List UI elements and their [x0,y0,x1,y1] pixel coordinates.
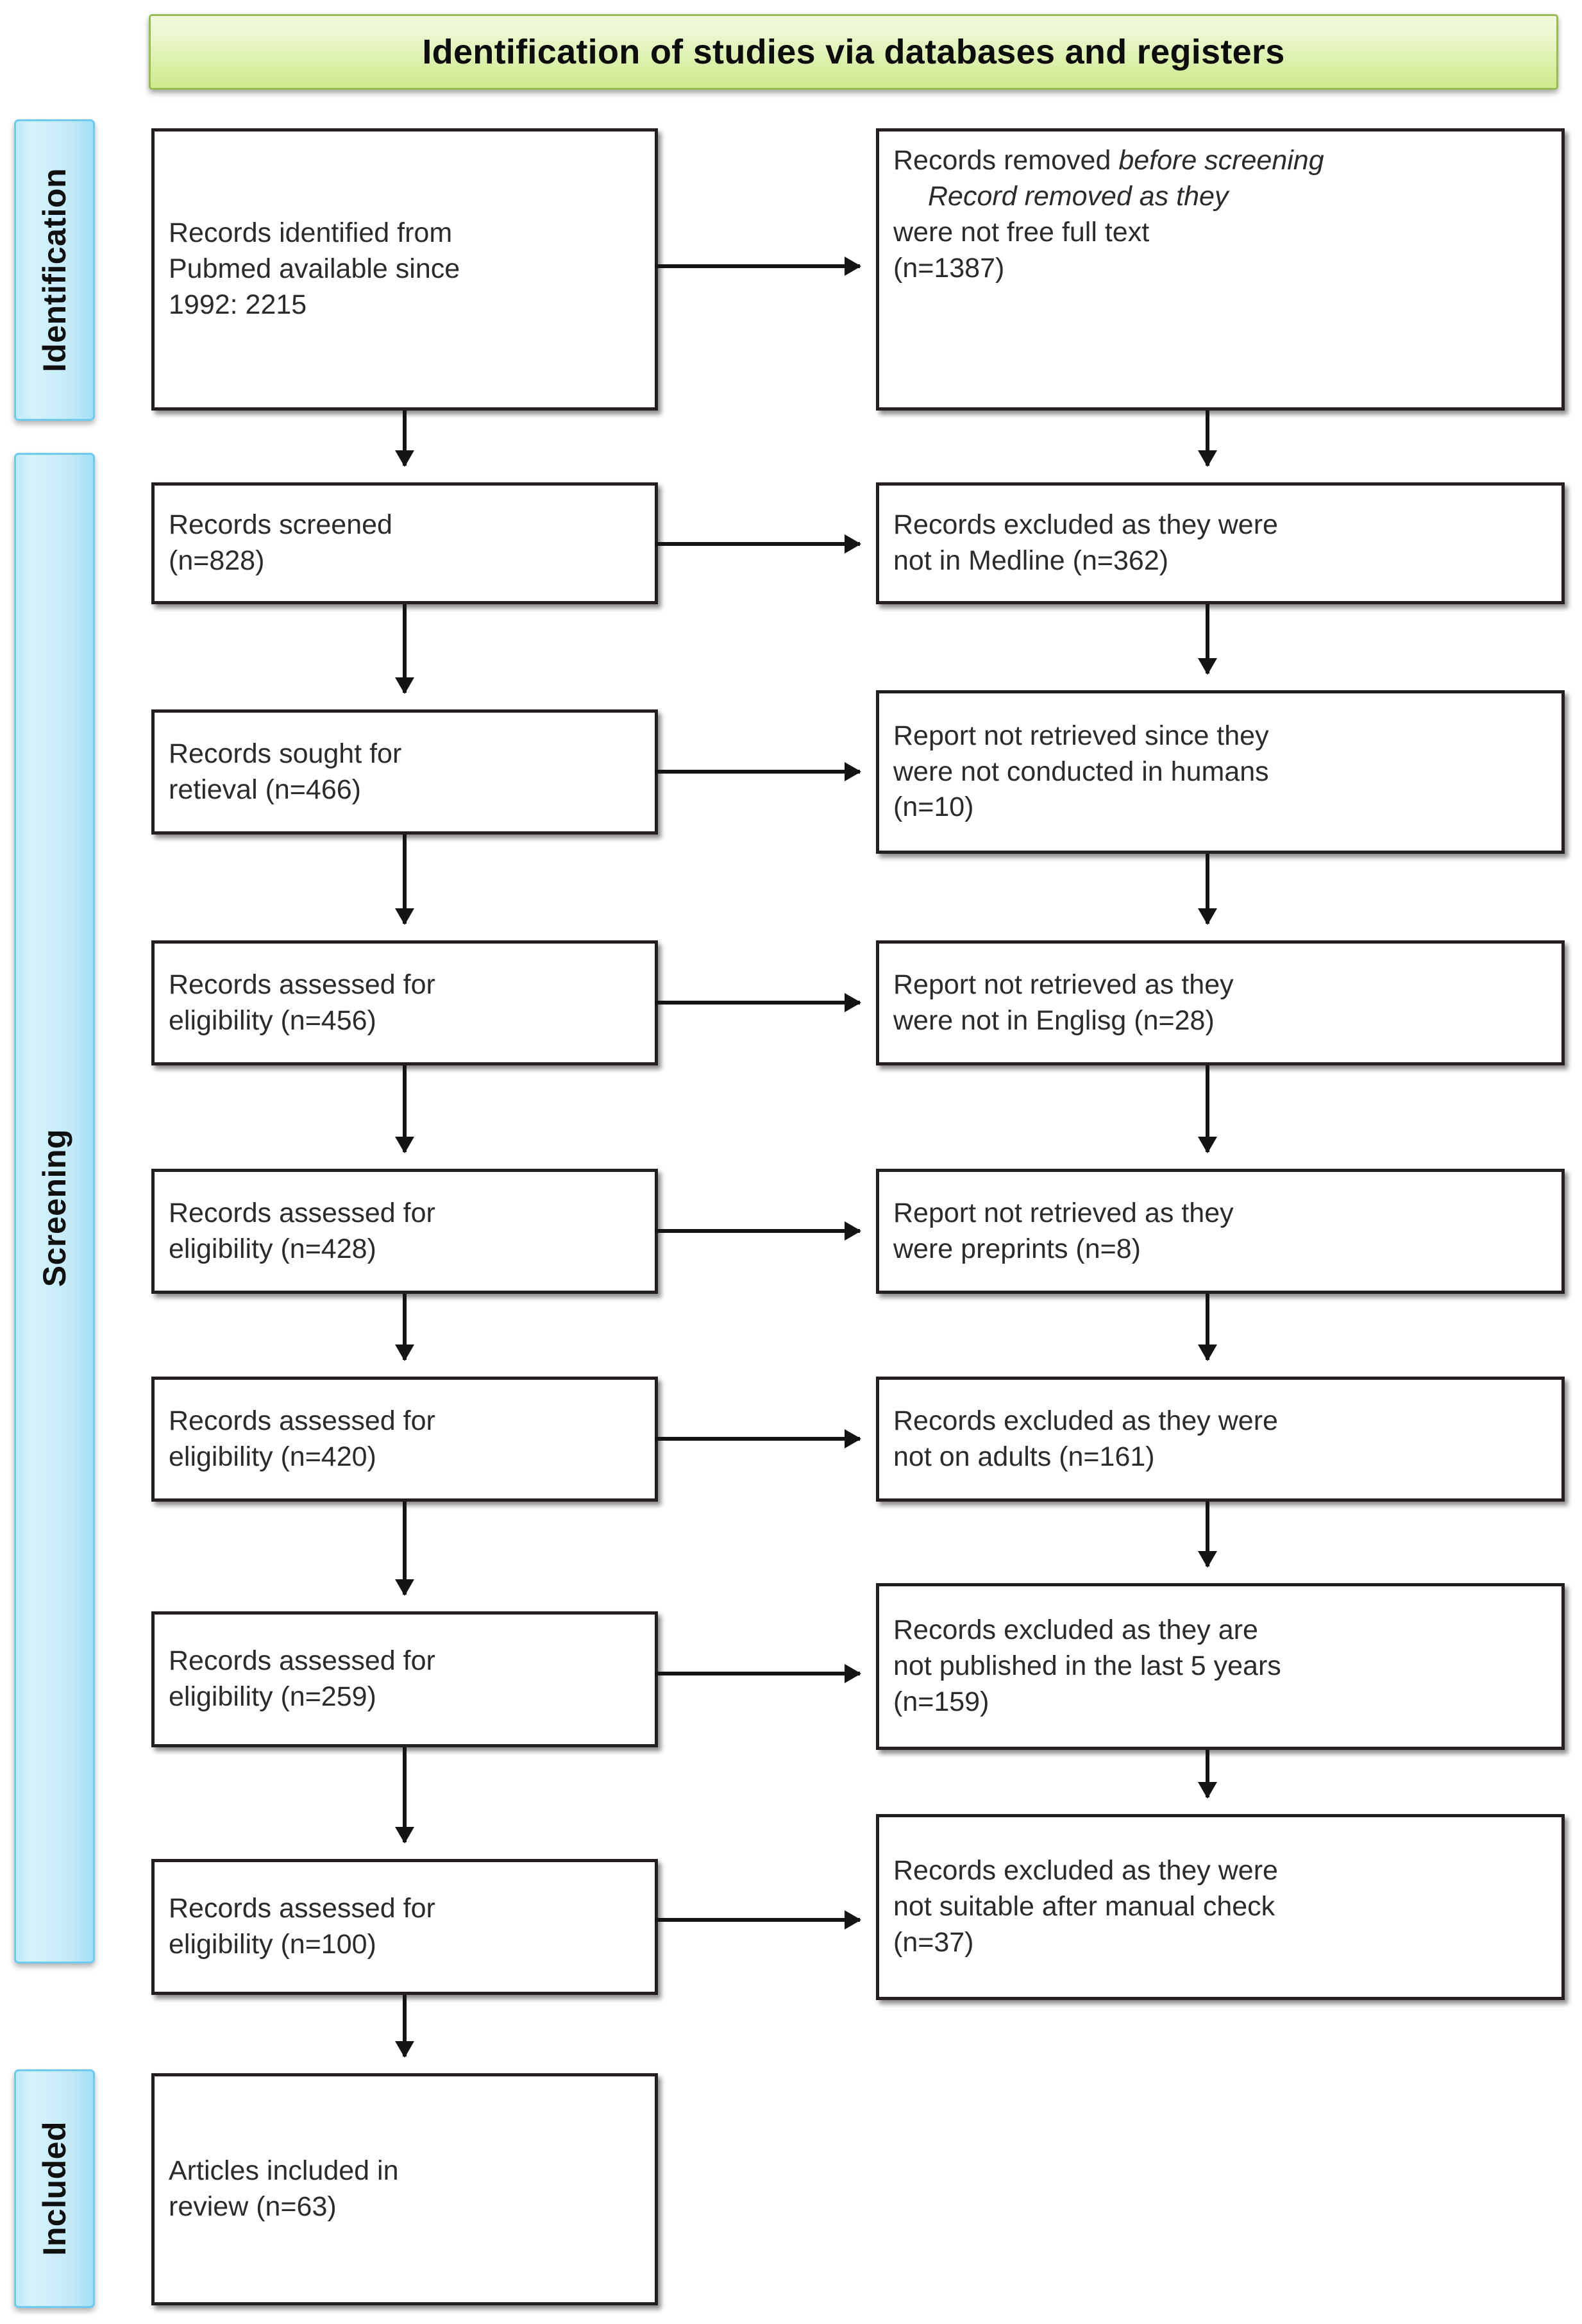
box-records-identified: Records identified from Pubmed available… [151,128,658,411]
box-records-eligibility-456: Records assessed for eligibility (n=456) [151,940,658,1065]
box-excluded-not-recent: Records excluded as they are not publish… [876,1583,1565,1750]
box-excluded-not-medline: Records excluded as they were not in Med… [876,482,1565,604]
box-excluded-manual-check: Records excluded as they were not suitab… [876,1814,1565,2000]
box-records-screened: Records screened (n=828) [151,482,658,604]
box-not-retrieved-not-humans: Report not retrieved since they were not… [876,690,1565,854]
box-articles-included-text: Articles included in review (n=63) [169,2155,399,2222]
arrow-down-elig100-to-included [403,1995,407,2057]
arrow-down-humans-to-english [1206,854,1209,924]
arrow-right-identified-to-removed [655,264,860,268]
box-not-retrieved-preprints: Report not retrieved as they were prepri… [876,1169,1565,1294]
arrow-down-elig420-to-elig259 [403,1502,407,1595]
box-not-retrieved-not-english: Report not retrieved as they were not in… [876,940,1565,1065]
arrow-down-sought-to-elig456 [403,835,407,924]
box-excluded-not-medline-text: Records excluded as they were not in Med… [893,509,1278,576]
arrow-down-preprints-to-adults [1206,1294,1209,1360]
box-articles-included: Articles included in review (n=63) [151,2073,658,2305]
box-records-eligibility-100: Records assessed for eligibility (n=100) [151,1859,658,1995]
arrow-right-elig428-to-preprints [655,1229,860,1233]
arrow-down-removed-to-medline [1206,411,1209,466]
arrow-down-identified-to-screened [403,411,407,466]
box-records-sought-text: Records sought for retieval (n=466) [169,738,402,805]
box-records-eligibility-456-text: Records assessed for eligibility (n=456) [169,969,435,1036]
diagram-header-banner: Identification of studies via databases … [149,14,1558,90]
diagram-title: Identification of studies via databases … [422,33,1285,71]
box-not-retrieved-preprints-text: Report not retrieved as they were prepri… [893,1197,1234,1264]
box-records-sought: Records sought for retieval (n=466) [151,709,658,835]
box-excluded-not-recent-text: Records excluded as they are not publish… [893,1615,1281,1717]
box-records-eligibility-259-text: Records assessed for eligibility (n=259) [169,1645,435,1712]
stage-label-included: Included [37,2121,72,2256]
arrow-down-english-to-preprints [1206,1065,1209,1152]
arrow-right-sought-to-humans [655,770,860,774]
arrow-right-screened-to-medline [655,542,860,546]
stage-bar-identification: Identification [14,119,95,421]
stage-bar-screening: Screening [14,453,95,1964]
box-records-identified-text: Records identified from Pubmed available… [169,217,460,320]
arrow-down-elig259-to-elig100 [403,1747,407,1842]
box-not-retrieved-not-english-text: Report not retrieved as they were not in… [893,969,1234,1036]
box-excluded-not-adults: Records excluded as they were not on adu… [876,1377,1565,1502]
arrow-down-elig428-to-elig420 [403,1294,407,1360]
box-records-eligibility-420: Records assessed for eligibility (n=420) [151,1377,658,1502]
arrow-right-elig456-to-english [655,1001,860,1005]
stage-bar-included: Included [14,2069,95,2308]
box-records-eligibility-428: Records assessed for eligibility (n=428) [151,1169,658,1294]
box-records-eligibility-428-text: Records assessed for eligibility (n=428) [169,1197,435,1264]
arrow-down-recent-to-manual [1206,1750,1209,1797]
box-removed-before-screening: Records removed before screening Record … [876,128,1565,411]
box-records-eligibility-420-text: Records assessed for eligibility (n=420) [169,1405,435,1472]
arrow-right-elig259-to-recent [655,1672,860,1675]
box-records-eligibility-100-text: Records assessed for eligibility (n=100) [169,1893,435,1960]
stage-label-identification: Identification [37,167,72,373]
arrow-down-medline-to-humans [1206,604,1209,674]
arrow-down-elig456-to-elig428 [403,1065,407,1152]
box-removed-before-screening-text: Records removed before screening Record … [893,145,1324,284]
arrow-right-elig420-to-adults [655,1437,860,1441]
box-excluded-not-adults-text: Records excluded as they were not on adu… [893,1405,1278,1472]
arrow-right-elig100-to-manual [655,1918,860,1922]
arrow-down-adults-to-recent [1206,1502,1209,1566]
box-excluded-manual-check-text: Records excluded as they were not suitab… [893,1855,1278,1958]
box-records-screened-text: Records screened (n=828) [169,509,392,576]
stage-label-screening: Screening [37,1129,72,1287]
arrow-down-screened-to-sought [403,604,407,693]
box-records-eligibility-259: Records assessed for eligibility (n=259) [151,1611,658,1747]
box-not-retrieved-not-humans-text: Report not retrieved since they were not… [893,720,1269,823]
